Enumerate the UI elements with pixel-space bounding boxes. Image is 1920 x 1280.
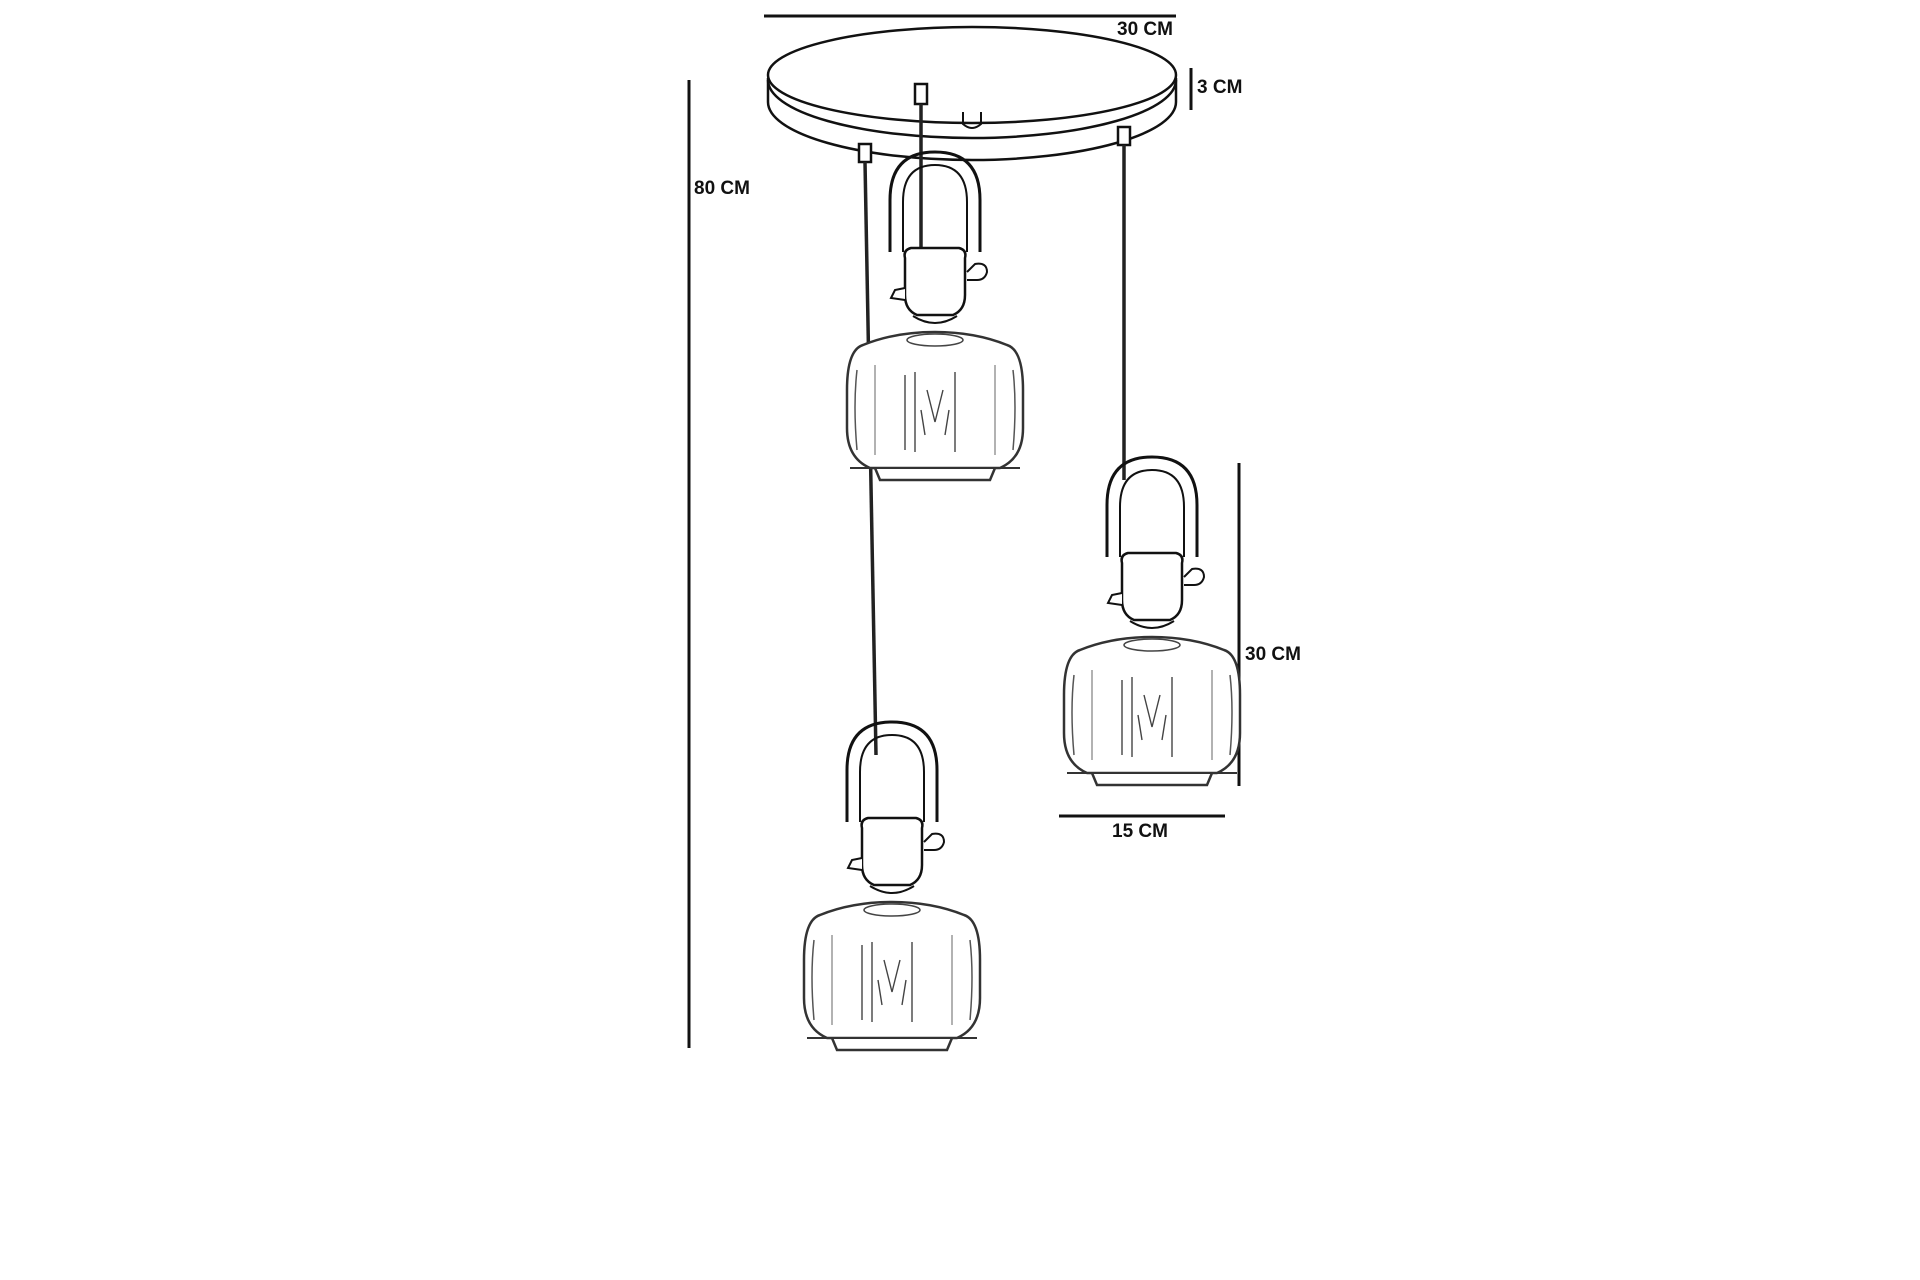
dimension-overall-drop: 80 CM (687, 80, 750, 1048)
dimension-label-shade-width: 15 CM (1112, 821, 1168, 842)
pendant-lamp-left-upper (845, 150, 1025, 482)
dimension-shade-height: 30 CM (1237, 463, 1301, 786)
dimension-canopy-height: 3 CM (1189, 68, 1242, 110)
dimension-label-canopy-height: 3 CM (1197, 77, 1242, 98)
pendant-lamp-right (1062, 455, 1242, 787)
dimension-label-canopy-width: 30 CM (1117, 19, 1173, 40)
ceiling-canopy (766, 25, 1178, 164)
dimension-canopy-width: 30 CM (764, 14, 1176, 40)
pendant-lamp-left-lower (802, 720, 982, 1052)
dimension-label-overall-drop: 80 CM (694, 178, 750, 199)
dimension-label-shade-height: 30 CM (1245, 644, 1301, 665)
dimension-shade-width: 15 CM (1059, 814, 1225, 842)
